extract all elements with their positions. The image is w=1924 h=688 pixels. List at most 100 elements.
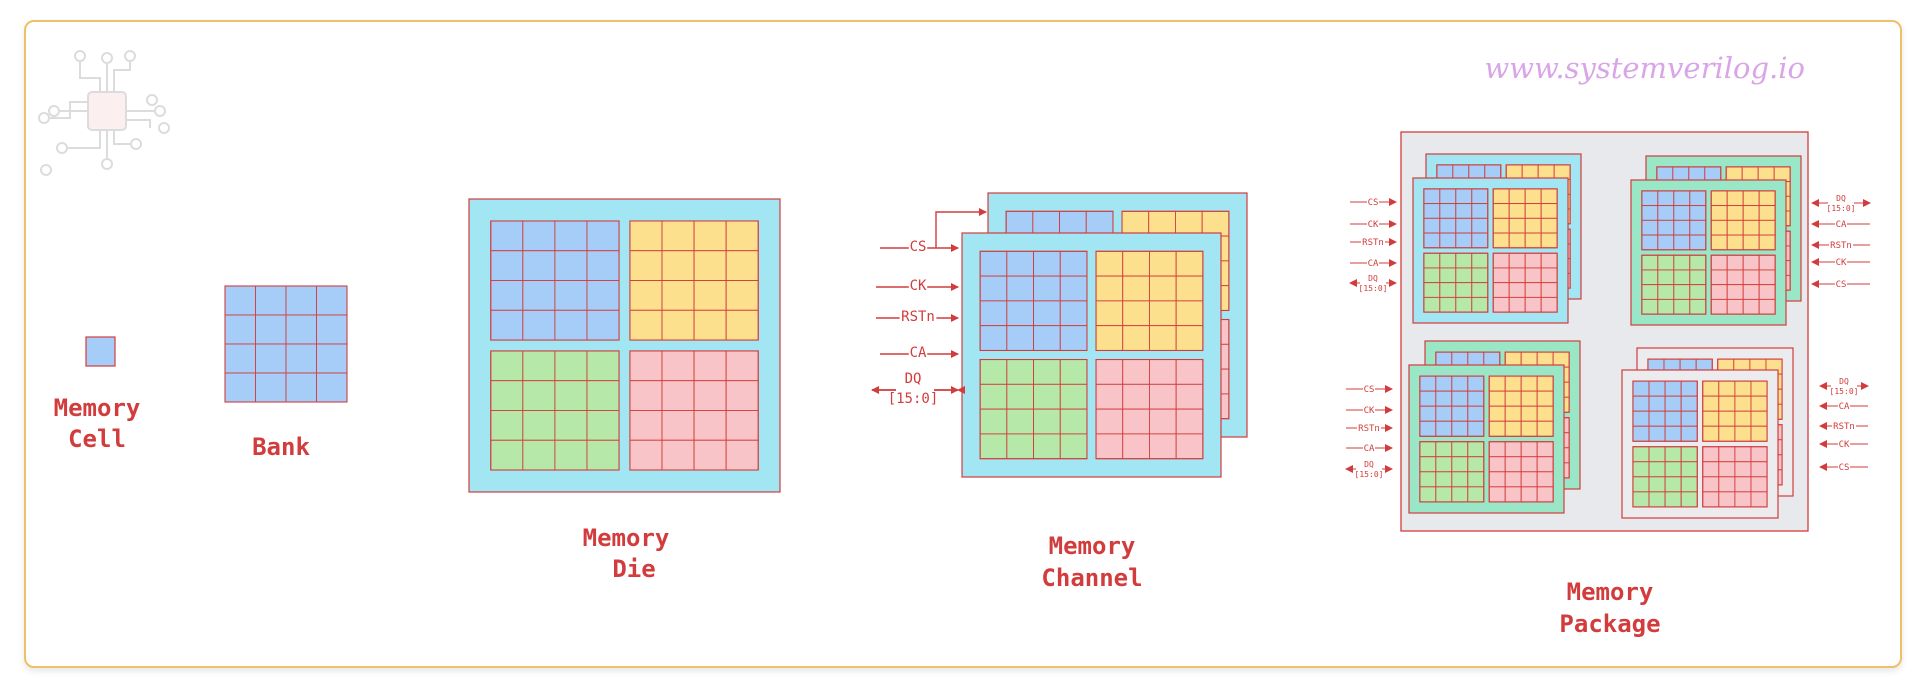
memory-cell xyxy=(316,372,348,403)
memory-cell xyxy=(1657,190,1675,207)
package-die-stack-bottom-right xyxy=(1621,347,1794,519)
memory-cell xyxy=(1641,234,1659,251)
memory-cell xyxy=(1632,425,1650,442)
bank-pink xyxy=(1702,446,1768,508)
memory-cell xyxy=(1680,380,1698,397)
memory-cell xyxy=(224,314,256,345)
memory-cell xyxy=(1710,190,1728,207)
memory-cell xyxy=(1734,395,1752,412)
memory-cell xyxy=(1734,491,1752,508)
memory-cell xyxy=(1467,390,1485,407)
memory-cell xyxy=(1033,408,1061,435)
memory-cell xyxy=(1540,252,1558,269)
memory-cell xyxy=(1524,217,1542,234)
memory-cell xyxy=(1758,254,1776,271)
memory-cell xyxy=(1536,375,1554,392)
memory-cell xyxy=(1750,425,1768,442)
memory-cell xyxy=(1175,210,1203,237)
memory-package-label: Memory Package xyxy=(1559,578,1660,638)
bank-outline xyxy=(1710,190,1776,251)
memory-cell-label: Memory Cell xyxy=(54,394,141,453)
bank-yellow xyxy=(1095,250,1204,352)
memory-cell xyxy=(979,433,1008,460)
memory-cell xyxy=(1492,188,1510,205)
memory-cell xyxy=(1468,164,1486,181)
label-bg xyxy=(899,309,937,326)
label-bg xyxy=(1363,443,1375,453)
bank-pink xyxy=(629,350,759,471)
package-signal-label: CS xyxy=(1836,280,1847,290)
memory-cell xyxy=(1451,420,1469,437)
memory-cell xyxy=(490,250,524,281)
memory-cell xyxy=(1005,210,1034,237)
memory-cell xyxy=(1704,166,1722,183)
memory-cell xyxy=(1488,405,1506,422)
memory-cell xyxy=(1540,296,1558,313)
bank-blue xyxy=(1632,380,1698,442)
memory-cell xyxy=(1641,219,1659,236)
memory-cell xyxy=(1419,441,1437,458)
memory-cell xyxy=(1710,284,1728,300)
memory-cell xyxy=(1689,219,1707,236)
memory-cell xyxy=(1492,282,1510,298)
memory-cell xyxy=(1632,476,1650,493)
memory-cell xyxy=(1033,325,1061,351)
memory-cell xyxy=(554,380,588,411)
memory-cell xyxy=(554,309,588,341)
bank-outline xyxy=(1419,441,1485,503)
memory-cell xyxy=(316,314,348,345)
memory-cell xyxy=(979,359,1008,385)
memory-cell xyxy=(1718,476,1736,493)
memory-cell xyxy=(1726,284,1744,300)
memory-cell xyxy=(1537,164,1555,181)
bank-outline xyxy=(1419,375,1485,437)
memory-cell xyxy=(1520,375,1538,392)
memory-cell xyxy=(1149,300,1177,327)
memory-cell xyxy=(1435,390,1453,407)
memory-cell xyxy=(1657,269,1675,286)
memory-cell xyxy=(1488,390,1506,407)
memory-cell xyxy=(1657,298,1675,315)
memory-cell xyxy=(1508,296,1526,313)
memory-cell xyxy=(1540,188,1558,205)
memory-cell xyxy=(586,350,620,382)
svg-text:Memory: Memory xyxy=(583,524,670,552)
memory-cell xyxy=(1423,188,1441,205)
memory-cell xyxy=(1175,250,1204,277)
memory-cell xyxy=(1508,232,1526,249)
memory-cell xyxy=(1680,395,1698,412)
memory-cell xyxy=(979,275,1008,302)
memory-cell xyxy=(1641,298,1659,315)
label-bg xyxy=(1829,240,1853,250)
memory-cell xyxy=(1149,383,1177,410)
memory-cell xyxy=(1095,325,1124,351)
memory-cell xyxy=(586,280,620,311)
memory-cell xyxy=(725,350,759,382)
memory-cell xyxy=(1201,210,1230,237)
memory-cell xyxy=(1734,476,1752,493)
memory-channel-label: Memory Channel xyxy=(1041,532,1142,592)
package-signal-label: [15:0] xyxy=(1359,284,1388,293)
memory-cell xyxy=(1419,405,1437,422)
channel-signal-label: CA xyxy=(910,345,927,361)
memory-cell xyxy=(1702,461,1720,478)
memory-cell xyxy=(1504,471,1522,488)
memory-cell xyxy=(1726,298,1744,315)
memory-cell xyxy=(1641,254,1659,271)
bank-outline xyxy=(979,358,1088,460)
package-signal-label: CA xyxy=(1839,402,1850,412)
memory-cell xyxy=(725,250,759,281)
memory-cell xyxy=(1451,471,1469,488)
package-signal-label: RSTn xyxy=(1833,422,1855,432)
memory-cell xyxy=(1122,275,1150,302)
memory-cell xyxy=(1504,390,1522,407)
memory-cell xyxy=(1657,254,1675,271)
memory-cell xyxy=(1536,390,1554,407)
package-signal-label: CA xyxy=(1368,259,1379,269)
memory-cell xyxy=(1725,166,1743,183)
memory-cell xyxy=(1520,456,1538,473)
memory-cell xyxy=(1689,298,1707,315)
memory-cell xyxy=(1488,486,1506,503)
memory-cell xyxy=(1455,267,1473,284)
bank-green xyxy=(979,358,1088,460)
